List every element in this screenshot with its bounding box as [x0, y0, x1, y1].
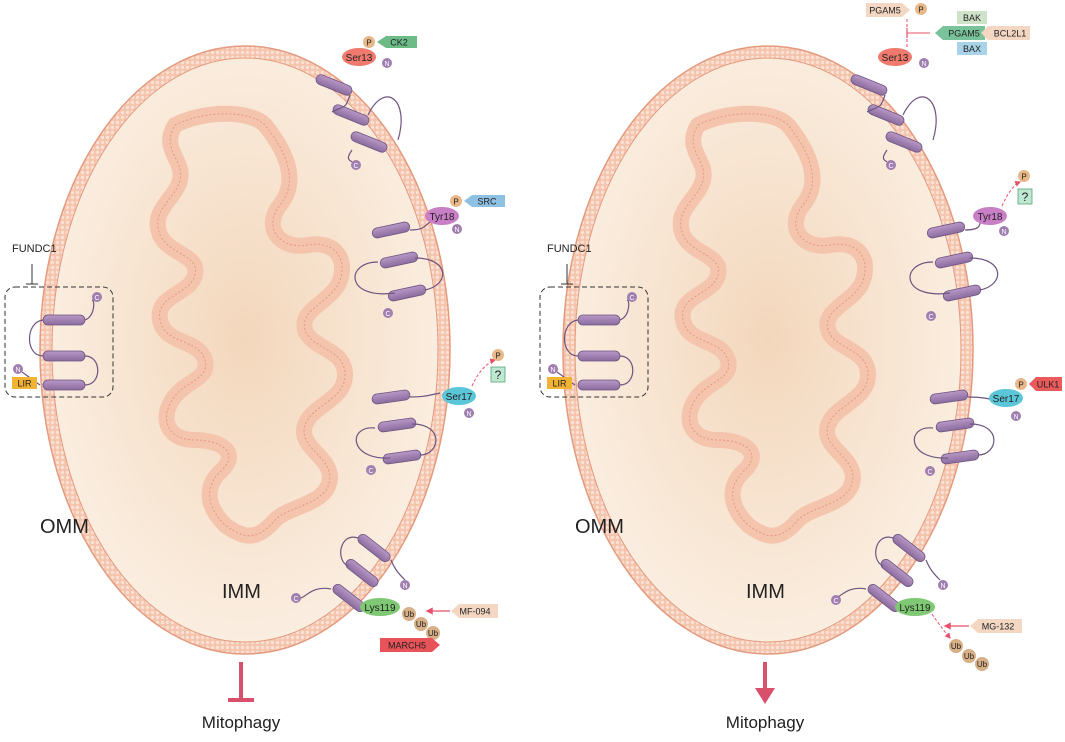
left-fundc1-label: FUNDC1: [12, 243, 57, 255]
svg-text:N: N: [1013, 414, 1018, 421]
right-fundc1-label: FUNDC1: [547, 243, 592, 255]
right-omm-label: OMM: [575, 516, 624, 538]
right-protein-lys119: N C Lys119 MG-132 Ub Ub Ub: [831, 533, 1022, 671]
svg-text:Ub: Ub: [977, 660, 988, 669]
right-unknown-kinase: ?: [1022, 190, 1029, 204]
left-protein-lys119: N C Lys119 Ub Ub Ub MF-094 MARCH5: [291, 533, 498, 652]
svg-text:C: C: [368, 468, 373, 475]
svg-text:N: N: [550, 367, 555, 374]
right-tyr18-label: Tyr18: [977, 212, 1002, 223]
left-src-label: SRC: [477, 197, 497, 207]
svg-text:N: N: [921, 61, 926, 68]
svg-text:C: C: [293, 596, 298, 603]
svg-text:P: P: [453, 198, 458, 207]
left-protein-tyr18: Tyr18 N C P SRC: [354, 195, 505, 318]
right-pgam5-complex-label: PGAM5: [948, 29, 980, 39]
left-protein-ser13: Ser13 N C P CK2: [315, 36, 417, 170]
svg-text:N: N: [940, 583, 945, 590]
left-protein-ser17: Ser17 N C P ?: [355, 349, 506, 475]
right-imm-label: IMM: [746, 581, 785, 603]
left-unknown-kinase: ?: [495, 368, 502, 382]
right-bax-label: BAX: [963, 44, 981, 54]
left-imm-label: IMM: [222, 581, 261, 603]
left-lir-label: LIR: [17, 379, 32, 389]
left-ck2-label: CK2: [390, 38, 408, 48]
svg-text:C: C: [385, 311, 390, 318]
right-fundc1-inset: FUNDC1 C N LIR: [539, 243, 649, 398]
right-bcl2l1-label: BCL2L1: [994, 29, 1027, 39]
left-panel: OMM IMM FUNDC1 C N LIR: [4, 36, 506, 732]
svg-text:C: C: [629, 295, 634, 302]
right-ser17-label: Ser17: [993, 394, 1020, 405]
svg-text:N: N: [384, 61, 389, 68]
svg-text:P: P: [1018, 381, 1023, 390]
svg-text:N: N: [402, 583, 407, 590]
svg-text:Ub: Ub: [951, 642, 962, 651]
svg-text:Ub: Ub: [416, 620, 427, 629]
right-mg132-label: MG-132: [982, 622, 1015, 632]
svg-text:C: C: [927, 469, 932, 476]
svg-text:N: N: [466, 411, 471, 418]
svg-text:Ub: Ub: [428, 629, 439, 638]
right-pgam5-label: PGAM5: [869, 6, 901, 16]
right-lys119-label: Lys119: [899, 603, 931, 614]
right-ulk1-label: ULK1: [1037, 380, 1060, 390]
right-protein-ser17: Ser17 N C P ULK1: [913, 377, 1062, 476]
svg-text:N: N: [15, 367, 20, 374]
svg-text:P: P: [918, 6, 923, 15]
svg-text:C: C: [833, 598, 838, 605]
right-protein-ser13: Ser13 N C PGAM5 P BAK PGAM5 BCL2L1 BAX: [850, 3, 1030, 170]
svg-text:N: N: [1001, 229, 1006, 236]
right-mitochondrion: [562, 45, 974, 655]
right-protein-tyr18: Tyr18 N C P ?: [909, 170, 1033, 321]
left-fundc1-inset: FUNDC1 C N LIR: [4, 243, 114, 398]
svg-text:P: P: [1021, 173, 1026, 182]
svg-text:C: C: [353, 163, 358, 170]
right-mitophagy-label: Mitophagy: [726, 713, 805, 732]
left-ser13-label: Ser13: [346, 53, 373, 64]
svg-text:Ub: Ub: [964, 652, 975, 661]
left-ser17-label: Ser17: [446, 392, 473, 403]
left-mitochondrion: [39, 45, 451, 655]
right-ser13-label: Ser13: [882, 53, 909, 64]
svg-text:N: N: [454, 227, 459, 234]
left-mitophagy-label: Mitophagy: [202, 713, 281, 732]
right-bak-label: BAK: [963, 13, 981, 23]
svg-text:Ub: Ub: [404, 610, 415, 619]
left-march5-label: MARCH5: [388, 641, 426, 651]
svg-text:C: C: [928, 314, 933, 321]
left-omm-label: OMM: [40, 516, 89, 538]
svg-text:C: C: [94, 295, 99, 302]
left-tyr18-label: Tyr18: [429, 212, 454, 223]
left-lys119-label: Lys119: [364, 603, 396, 614]
right-lir-label: LIR: [552, 379, 567, 389]
svg-text:C: C: [888, 163, 893, 170]
right-outcome: Mitophagy: [726, 662, 805, 732]
svg-text:P: P: [366, 39, 371, 48]
right-panel: OMM IMM FUNDC1 C N LIR: [539, 3, 1062, 732]
svg-text:P: P: [495, 352, 500, 361]
left-mf094-label: MF-094: [459, 607, 490, 617]
left-outcome: Mitophagy: [202, 662, 281, 732]
